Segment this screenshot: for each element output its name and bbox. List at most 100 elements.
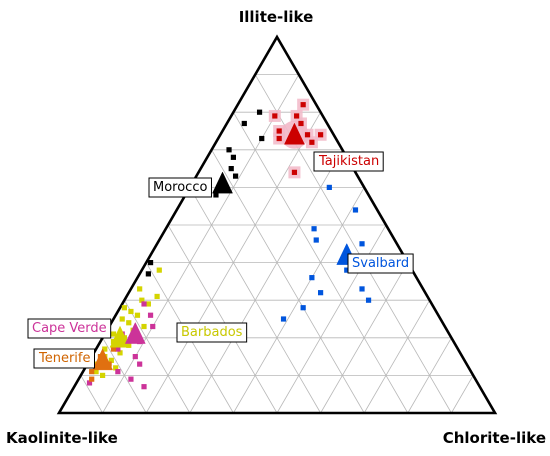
- series-label-svalbard: Svalbard: [347, 253, 414, 274]
- triangle-outline: [56, 34, 498, 415]
- series-label-text-morocco: Morocco: [153, 180, 207, 195]
- point-cape-verde: [137, 361, 143, 367]
- series-label-tajikistan: Tajikistan: [313, 151, 384, 172]
- mean-marker-tenerife: [92, 348, 113, 371]
- grid-line-chlorite: [102, 74, 300, 414]
- grid-line-kaolinite: [167, 224, 278, 414]
- point-barbados: [134, 312, 141, 318]
- series-label-text-tajikistan: Tajikistan: [318, 154, 379, 169]
- series-label-text-cape-verde: Cape Verde: [32, 321, 107, 336]
- point-svalbard: [344, 267, 350, 273]
- point-tajikistan: [318, 132, 324, 138]
- means-layer: [92, 122, 358, 371]
- point-morocco: [232, 173, 239, 179]
- point-barbados: [100, 372, 106, 378]
- point-barbados: [156, 267, 162, 273]
- point-barbados: [93, 369, 99, 375]
- point-cape-verde: [141, 301, 147, 307]
- point-barbados: [108, 357, 114, 363]
- series-label-barbados: Barbados: [176, 322, 248, 343]
- series-label-box-cape-verde: [27, 318, 112, 339]
- point-morocco: [241, 120, 247, 127]
- point-tajikistan: [294, 113, 300, 119]
- point-cape-verde: [141, 384, 147, 390]
- point-tajikistan: [300, 102, 306, 108]
- point-svalbard: [309, 275, 315, 281]
- series-label-box-tenerife: [33, 348, 96, 369]
- point-cape-verde: [128, 376, 134, 382]
- series-label-cape-verde: Cape Verde: [27, 318, 112, 339]
- point-cape-verde: [86, 380, 93, 386]
- point-svalbard: [359, 241, 365, 247]
- vertex-label-kaolinite: Kaolinite-like: [6, 429, 118, 447]
- grid-line-chlorite: [320, 262, 409, 414]
- point-morocco: [228, 166, 234, 172]
- vertex-label-illite: Illite-like: [239, 8, 314, 26]
- point-svalbard: [313, 237, 319, 243]
- series-label-box-morocco: [148, 177, 212, 198]
- grid-line-chlorite: [407, 337, 452, 414]
- grid-line-kaolinite: [102, 337, 147, 414]
- point-morocco: [226, 147, 232, 153]
- point-barbados: [113, 365, 119, 371]
- point-tajikistan: [276, 135, 282, 142]
- point-cape-verde: [115, 346, 121, 352]
- point-barbados: [137, 286, 143, 292]
- series-label-box-tajikistan: [313, 151, 384, 172]
- point-tajikistan: [304, 132, 311, 138]
- point-svalbard: [311, 226, 317, 232]
- mean-marker-morocco: [212, 171, 233, 194]
- point-barbados: [117, 350, 123, 356]
- vertex-label-chlorite: Chlorite-like: [443, 429, 546, 447]
- triangle-frame: [56, 34, 498, 415]
- point-barbados: [154, 293, 160, 300]
- point-morocco: [147, 260, 154, 266]
- point-barbados: [121, 305, 127, 311]
- grid-line-chlorite: [363, 299, 430, 414]
- point-tajikistan: [272, 113, 278, 119]
- point-tenerife: [110, 346, 117, 352]
- point-morocco: [145, 271, 151, 277]
- grid-line-chlorite: [189, 149, 343, 414]
- point-svalbard: [352, 207, 359, 213]
- point-cape-verde: [115, 369, 121, 375]
- series-label-text-tenerife: Tenerife: [38, 351, 91, 366]
- grid-line-kaolinite: [124, 299, 191, 414]
- point-morocco: [213, 192, 219, 198]
- point-morocco: [256, 109, 263, 115]
- grid-line-kaolinite: [80, 375, 103, 414]
- mean-marker-cape-verde: [124, 321, 146, 344]
- point-cape-verde: [132, 354, 138, 360]
- point-tenerife: [89, 376, 95, 382]
- point-barbados: [145, 301, 151, 307]
- point-tenerife: [89, 369, 95, 375]
- series-label-tenerife: Tenerife: [33, 348, 96, 369]
- point-tajikistan: [276, 128, 282, 134]
- point-morocco: [259, 135, 265, 142]
- point-barbados: [128, 308, 134, 315]
- point-cape-verde: [147, 312, 154, 318]
- point-svalbard: [359, 286, 365, 292]
- series-label-text-barbados: Barbados: [181, 325, 243, 340]
- point-barbados: [139, 297, 145, 303]
- point-tajikistan: [291, 169, 298, 175]
- mean-marker-tajikistan: [284, 122, 305, 145]
- point-svalbard: [280, 316, 287, 322]
- grid-line-chlorite: [276, 224, 387, 414]
- series-label-text-svalbard: Svalbard: [352, 256, 409, 271]
- point-barbados: [141, 323, 147, 330]
- series-label-box-svalbard: [347, 253, 414, 274]
- series-label-morocco: Morocco: [148, 177, 212, 198]
- point-barbados: [119, 316, 125, 322]
- point-barbados: [126, 320, 132, 326]
- point-svalbard: [318, 290, 324, 296]
- point-cape-verde: [150, 323, 156, 330]
- point-tajikistan: [309, 139, 315, 145]
- point-morocco: [230, 154, 236, 160]
- grid-line-kaolinite: [211, 149, 365, 414]
- point-svalbard: [365, 297, 372, 303]
- grid-line-chlorite: [451, 375, 474, 414]
